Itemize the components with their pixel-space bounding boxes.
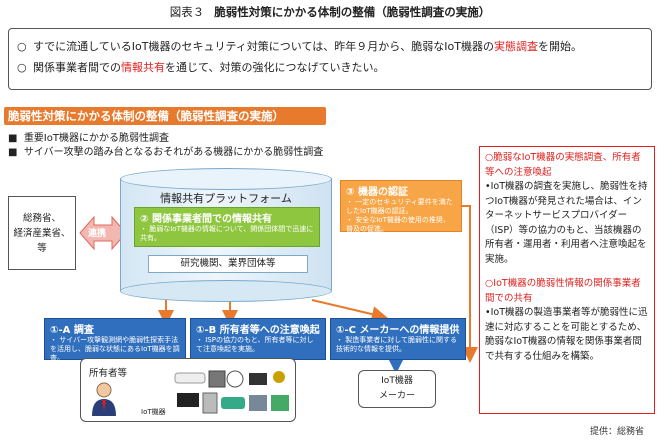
- tv-icon: [177, 393, 199, 407]
- summary-item: ○ すでに流通しているIoT機器のセキュリティ対策については、昨年９月から、脆弱な…: [17, 36, 643, 57]
- ministry-line: 経済産業省、: [13, 227, 71, 239]
- action-box-alert: ①-B 所有者等への注意喚起 ・ ISPの協力のもと、所有者等に対して注意喚起を…: [190, 318, 326, 360]
- circle-bullet-icon: ○: [17, 61, 27, 74]
- section-bullet: ■ サイバー攻撃の踏み台となるおそれがある機器にかかる脆弱性調査: [8, 143, 323, 158]
- right-block1-title: ○脆弱なIoT機器の実態調査、所有者等への注意喚起: [485, 152, 641, 178]
- action-title: ①-A 調査: [50, 325, 94, 336]
- square-bullet-icon: ■: [8, 133, 18, 144]
- section-bullet-text: 重要IoT機器にかかる脆弱性調査: [23, 133, 169, 144]
- iot-devices-illustration: [174, 370, 289, 414]
- section-title-bar: 脆弱性対策にかかる体制の整備（脆弱性調査の実施）: [4, 107, 326, 125]
- maker-line: IoT機器: [381, 376, 413, 386]
- summary-box: ○ すでに流通しているIoT機器のセキュリティ対策については、昨年９月から、脆弱な…: [8, 28, 652, 90]
- clock-icon: [226, 370, 244, 388]
- figure-caption: 図表３ 脆弱性対策にかかる体制の整備（脆弱性調査の実施）: [0, 4, 660, 20]
- robot-icon: [273, 371, 285, 383]
- action-title: ①-C メーカーへの情報提供: [336, 325, 460, 336]
- action-text: ・ ISPの協力のもと、所有者等に対して注意喚起を実施。: [196, 336, 314, 353]
- summary-highlight: 情報共有: [121, 61, 165, 74]
- car-icon: [221, 397, 245, 409]
- platform-cylinder-bottom: [120, 280, 332, 302]
- summary-text: すでに流通しているIoT機器のセキュリティ対策については、昨年９月から、脆弱なI…: [33, 40, 494, 53]
- summary-highlight: 実態調査: [493, 40, 538, 53]
- right-explanation-panel: ○脆弱なIoT機器の実態調査、所有者等への注意喚起 •IoT機器の調査を実施し、…: [479, 146, 655, 414]
- certification-title: ③ 機器の認証: [346, 187, 408, 198]
- ministry-line: 等: [37, 242, 47, 254]
- action-title: ①-B 所有者等への注意喚起: [196, 325, 320, 336]
- section-bullet: ■ 重要IoT機器にかかる脆弱性調査: [8, 129, 169, 144]
- action-box-maker-info: ①-C メーカーへの情報提供 ・ 製造事業者に対して脆弱性に関する技術的な情報を…: [330, 318, 466, 360]
- air-conditioner-icon: [174, 372, 206, 384]
- section-bullet-text: サイバー攻撃の踏み台となるおそれがある機器にかかる脆弱性調査: [23, 147, 324, 158]
- maker-box: IoT機器 メーカー: [358, 370, 436, 408]
- circle-bullet-icon: ○: [17, 40, 27, 53]
- info-share-box: ② 関係事業者間での情報共有 ・ 脆弱なIoT機器の情報について、関係団体間で迅…: [134, 207, 320, 247]
- maker-line: メーカー: [378, 391, 415, 401]
- platform-title: 情報共有プラットフォーム: [160, 192, 292, 205]
- owners-box: 所有者等 IoT機器: [80, 358, 296, 422]
- certification-text: ・ 一定のセキュリティ要件を満たしたIoT機器の認証。: [346, 198, 453, 215]
- meter-icon: [249, 395, 267, 411]
- research-bodies-label: 研究機関、業界団体等: [148, 255, 308, 273]
- appliance-icon: [202, 392, 218, 414]
- action-box-survey: ①-A 調査 ・ サイバー攻撃観測網や脆弱性探索手法を活用し、脆弱な状態にあるI…: [44, 318, 186, 362]
- right-block2-text: •IoT機器の製造事業者等が脆弱性に迅速に対応することを可能とするため、脆弱なI…: [485, 307, 648, 362]
- figure-number: 図表３: [169, 5, 205, 19]
- auth-connector: [462, 205, 478, 363]
- router-icon: [208, 370, 226, 388]
- certification-box: ③ 機器の認証 ・ 一定のセキュリティ要件を満たしたIoT機器の認証。 ・ 安全…: [340, 180, 462, 233]
- figure-title: 脆弱性対策にかかる体制の整備（脆弱性調査の実施）: [214, 5, 491, 19]
- ministry-line: 総務省、: [22, 212, 61, 224]
- summary-text: を開始。: [537, 40, 582, 53]
- info-share-text: ・ 脆弱なIoT機器の情報について、関係団体間で迅速に共有。: [140, 225, 314, 242]
- action-text: ・ サイバー攻撃観測網や脆弱性探索手法を活用し、脆弱な状態にあるIoT機器を調査…: [50, 336, 180, 362]
- action-text: ・ 製造事業者に対して脆弱性に関する技術的な情報を提供。: [336, 336, 458, 353]
- person-icon: [92, 382, 116, 416]
- certification-text: ・ 安全なIoT機器の使用の推奨、普及の促進。: [346, 216, 450, 233]
- ministry-box: 総務省、 経済産業省、 等: [8, 196, 76, 270]
- source-credit: 提供：総務省: [590, 427, 645, 437]
- factory-icon: [271, 395, 289, 411]
- owners-title: 所有者等: [89, 368, 128, 379]
- platform-cylinder-top: [120, 168, 332, 190]
- right-block2-title: ○IoT機器の脆弱性情報の関係事業者間での共有: [485, 278, 641, 304]
- link-label: 連携: [88, 229, 107, 239]
- iot-device-label: IoT機器: [141, 408, 166, 416]
- summary-text: 関係事業者間での: [33, 61, 121, 74]
- right-block1-text: •IoT機器の調査を実施し、脆弱性を持つIoT機器が発見された場合は、インターネ…: [485, 181, 648, 265]
- summary-text: を通じて、対策の強化につなげていきたい。: [165, 61, 385, 74]
- summary-item: ○ 関係事業者間での情報共有を通じて、対策の強化につなげていきたい。: [17, 57, 643, 78]
- info-share-title: ② 関係事業者間での情報共有: [140, 214, 272, 225]
- square-bullet-icon: ■: [8, 147, 18, 158]
- camera-icon: [249, 373, 267, 385]
